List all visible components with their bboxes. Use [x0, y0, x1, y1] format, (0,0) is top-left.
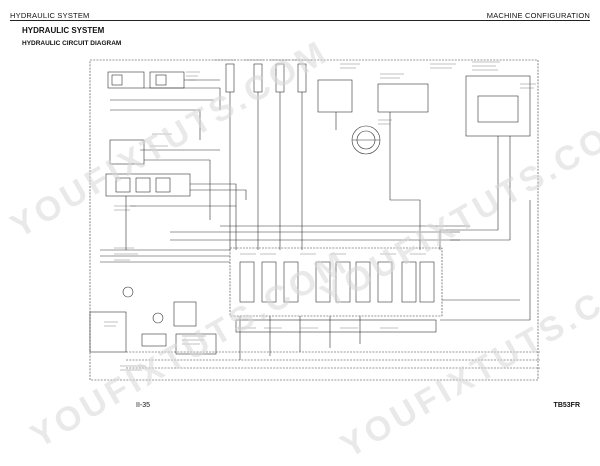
section-title: HYDRAULIC SYSTEM	[22, 26, 105, 35]
page-header: HYDRAULIC SYSTEM MACHINE CONFIGURATION	[10, 6, 590, 20]
model-code: TB53FR	[553, 402, 580, 409]
diagram-title: HYDRAULIC CIRCUIT DIAGRAM	[22, 40, 122, 47]
header-chapter-label: MACHINE CONFIGURATION	[486, 11, 590, 20]
header-rule	[10, 20, 590, 21]
hydraulic-circuit-diagram	[89, 59, 540, 381]
header-section-label: HYDRAULIC SYSTEM	[10, 11, 90, 20]
page-number: II-35	[136, 402, 151, 409]
